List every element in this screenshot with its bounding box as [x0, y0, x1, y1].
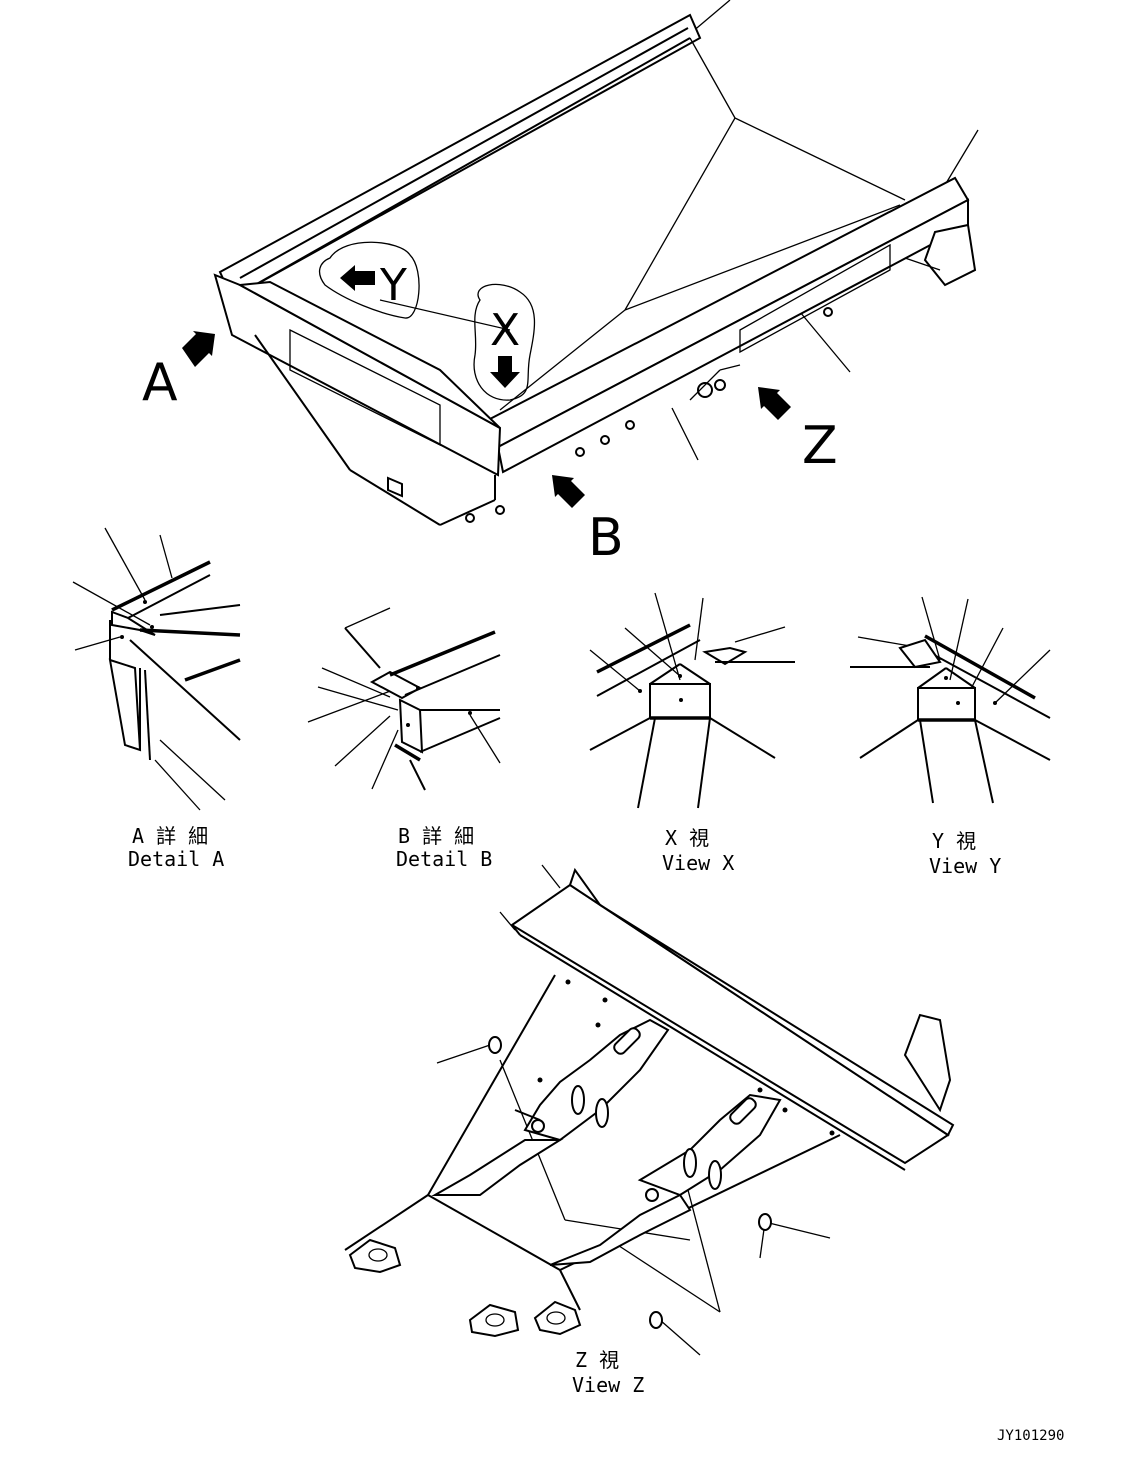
label-arrow-x: X — [490, 305, 520, 356]
caption-view-z-jp: Z 視 — [575, 1348, 619, 1372]
caption-detail-a-en: Detail A — [128, 847, 224, 871]
view-y-view: Y 視 View Y — [850, 596, 1051, 878]
drawing-id: JY101290 — [997, 1428, 1064, 1444]
caption-view-y-en: View Y — [929, 854, 1001, 878]
caption-detail-a-jp: A 詳 細 — [132, 824, 208, 848]
label-arrow-z: Z — [802, 416, 838, 476]
detail-b-view: B 詳 細 Detail B — [307, 607, 501, 871]
detail-a-view: A 詳 細 Detail A — [72, 527, 241, 871]
caption-view-y-jp: Y 視 — [932, 829, 976, 853]
label-arrow-a: A — [142, 353, 178, 413]
caption-detail-b-en: Detail B — [396, 847, 492, 871]
label-arrow-b: B — [588, 508, 624, 568]
caption-view-x-en: View X — [662, 851, 734, 875]
view-z-view: Z 視 View Z — [344, 864, 955, 1397]
caption-view-x-jp: X 視 — [665, 826, 709, 850]
caption-detail-b-jp: B 詳 細 — [398, 824, 474, 848]
caption-view-z-en: View Z — [572, 1373, 644, 1397]
main-dump-body-view: Y X A B Z — [142, 0, 979, 568]
label-arrow-y: Y — [379, 260, 407, 311]
view-x-view: X 視 View X — [589, 592, 795, 875]
